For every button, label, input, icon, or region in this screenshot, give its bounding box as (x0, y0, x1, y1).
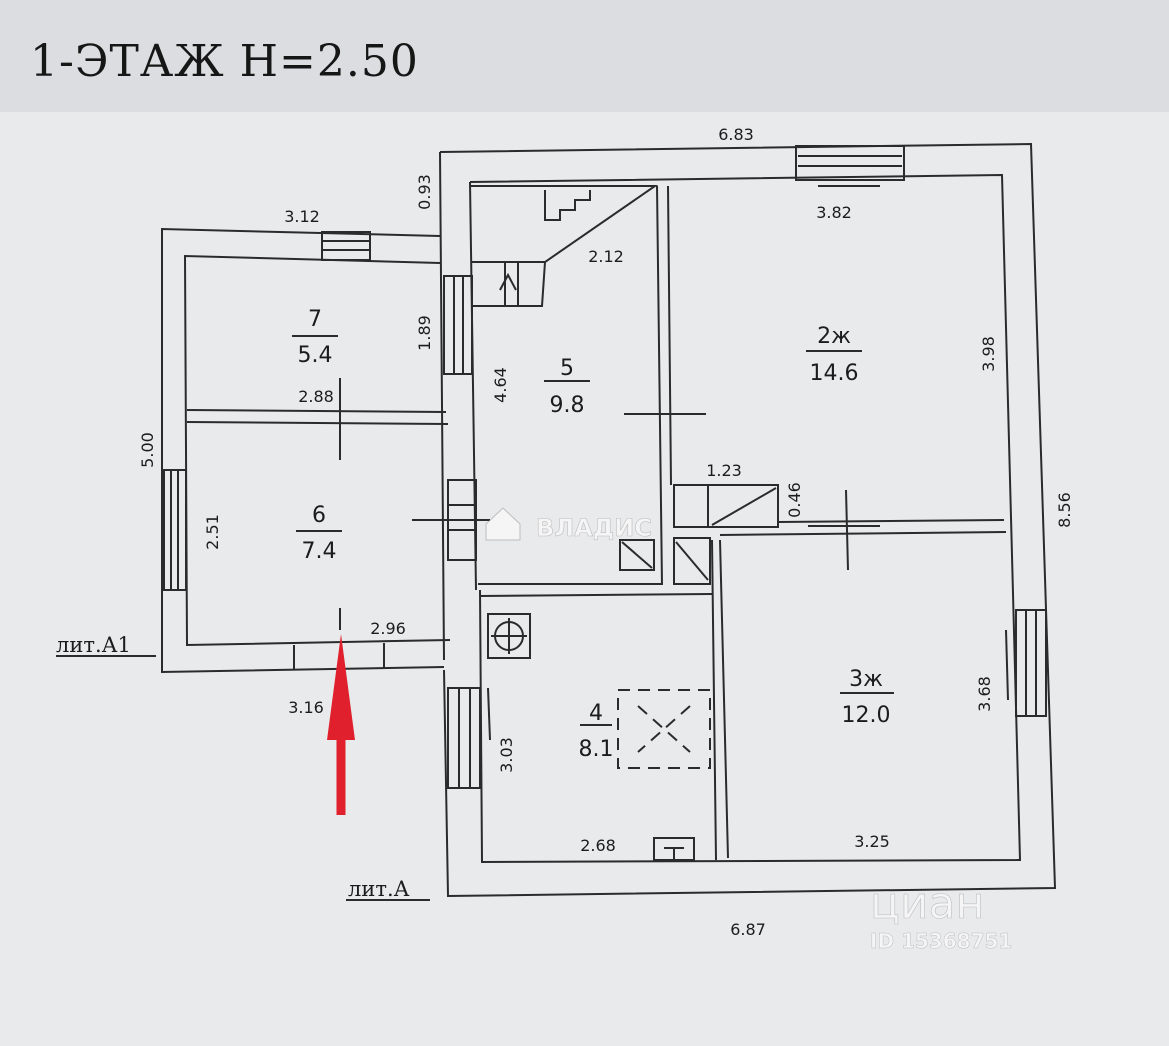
room-2-area: 14.6 (810, 361, 859, 386)
room-2-number: 2ж (817, 324, 851, 349)
dim-top-overall: 6.83 (718, 125, 754, 144)
wall-inner-lit-a (469, 173, 1022, 864)
wall-room4-room3 (711, 539, 717, 861)
window-top-room2 (795, 145, 905, 187)
room-5-number: 5 (560, 356, 574, 381)
closet (673, 484, 779, 528)
wall-upper-left (439, 151, 445, 661)
dim-lit-a1-bottom: 3.16 (288, 698, 324, 717)
dim-room7-height: 1.89 (415, 315, 434, 351)
boiler-box (619, 539, 655, 571)
entrance-door (293, 643, 385, 670)
label-lit-a1: лит.А1 (56, 633, 131, 657)
room-3-number: 3ж (849, 667, 883, 692)
sink (653, 837, 695, 861)
dim-left-overall: 5.00 (138, 432, 157, 468)
stair-outline (470, 185, 659, 307)
dim-room6-height: 2.51 (203, 514, 222, 550)
dim-room2-top: 3.82 (816, 203, 852, 222)
vladis-text: ВЛАДИС (536, 514, 652, 542)
dim-top-step: 0.93 (415, 174, 434, 210)
cian-text: циан (870, 878, 984, 929)
dim-room2-height: 3.98 (979, 336, 998, 372)
plan-title: 1-ЭТАЖ Н=2.50 (30, 36, 419, 87)
room-7-number: 7 (308, 307, 322, 332)
room-3-area: 12.0 (842, 703, 891, 728)
wall-outer-lit-a1 (161, 227, 445, 674)
dim-room3-height: 3.68 (975, 676, 994, 712)
wall-room7-room6 (186, 409, 447, 413)
cian-id-text: ID 15368751 (870, 929, 1012, 953)
skylight (617, 689, 711, 769)
dim-top-left: 3.12 (284, 207, 320, 226)
window-stair (443, 275, 473, 375)
title-band (0, 0, 1169, 112)
room-7-area: 5.4 (298, 343, 333, 368)
dim-closet-height: 0.46 (785, 482, 804, 518)
room-6-area: 7.4 (302, 539, 337, 564)
dim-closet-width: 1.23 (706, 461, 742, 480)
window-right-room3 (1005, 609, 1047, 717)
dim-room3-bottom: 3.25 (854, 832, 890, 851)
dim-room5-height: 4.64 (491, 367, 510, 403)
room-5-area: 9.8 (550, 393, 585, 418)
room-6-number: 6 (312, 503, 326, 528)
window-top-room7 (321, 231, 371, 261)
stove (487, 613, 531, 659)
wall-inner-lit-a1 (183, 254, 451, 647)
dim-room6-bottom: 2.96 (370, 619, 406, 638)
wall-room2-bottom (777, 519, 1005, 523)
room-4-number: 4 (589, 701, 603, 726)
dim-room4-bottom: 2.68 (580, 836, 616, 855)
vladis-watermark: ВЛАДИС (485, 507, 652, 542)
dim-room4-height: 3.03 (497, 737, 516, 773)
dim-stair-width: 2.12 (588, 247, 624, 266)
window-left-room4 (447, 687, 491, 789)
dim-bottom-overall: 6.87 (730, 920, 766, 939)
dim-right-overall: 8.56 (1055, 492, 1074, 528)
wall-room5-room2 (656, 185, 663, 586)
entrance-arrow (327, 634, 355, 815)
cian-watermark: циан ID 15368751 (870, 878, 1013, 954)
label-lit-a: лит.А (348, 877, 410, 901)
room-4-area: 8.1 (579, 737, 614, 762)
window-left-room6 (163, 469, 187, 591)
dim-room6-top: 2.88 (298, 387, 334, 406)
